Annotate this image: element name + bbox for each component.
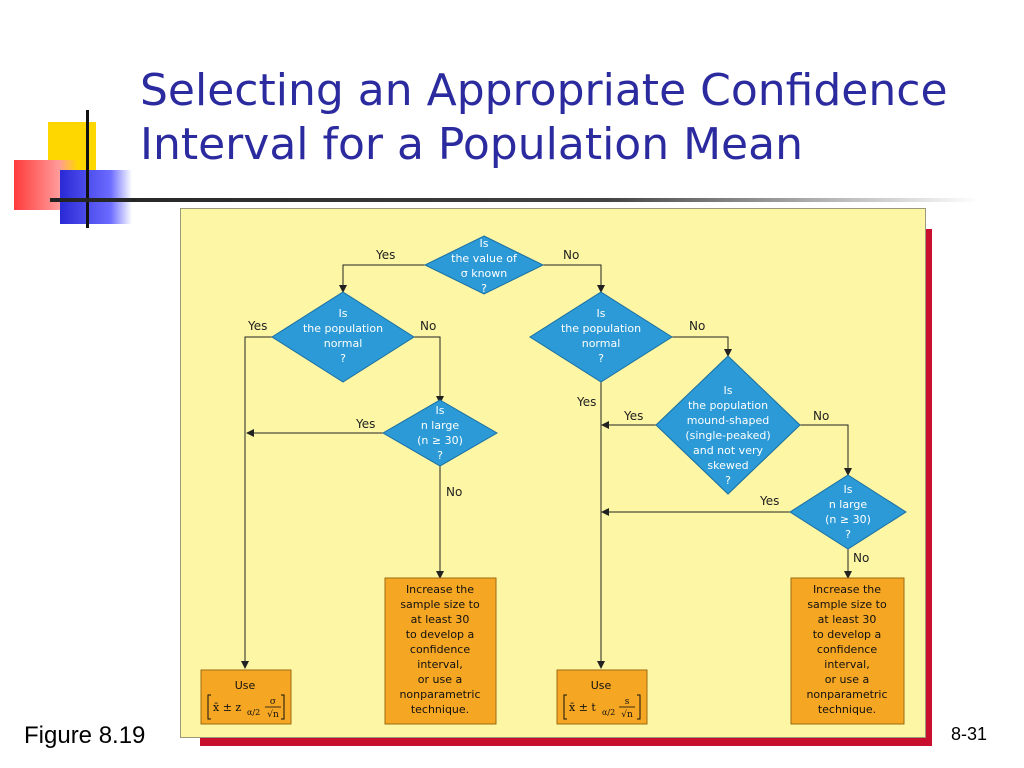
formula-text: x̄ ± z xyxy=(213,701,241,714)
box-text: sample size to xyxy=(807,598,887,611)
box-increase-sample-left: Increase the sample size to at least 30 … xyxy=(384,577,497,725)
formula-numerator: s xyxy=(625,697,630,707)
connector-normal-left-yes xyxy=(241,336,272,669)
title-line-1: Selecting an Appropriate Confidence xyxy=(140,65,948,116)
decision-text: normal xyxy=(582,337,621,350)
label-yes: Yes xyxy=(355,417,375,431)
decision-text: (n ≥ 30) xyxy=(825,513,871,526)
decision-text: skewed xyxy=(707,459,748,472)
figure-caption: Figure 8.19 xyxy=(24,722,146,749)
formula-subscript: α/2 xyxy=(602,708,615,717)
decision-normal-right: Is the population normal ? xyxy=(529,291,673,383)
box-increase-sample-right: Increase the sample size to at least 30 … xyxy=(790,577,905,725)
decision-text: Is xyxy=(436,404,445,417)
decision-text: (single-peaked) xyxy=(685,429,770,442)
decision-text: n large xyxy=(421,419,460,432)
box-text: to develop a xyxy=(813,628,882,641)
decision-text: and not very xyxy=(693,444,764,457)
decision-text: ? xyxy=(481,282,487,295)
decision-text: ? xyxy=(598,352,604,365)
label-yes: Yes xyxy=(576,395,596,409)
decision-sigma-known: Is the value of σ known ? xyxy=(423,235,545,295)
box-text: confidence xyxy=(817,643,877,656)
title-underline xyxy=(50,198,980,202)
connectors xyxy=(241,264,852,669)
decorative-squares xyxy=(0,100,142,230)
decision-text: ? xyxy=(725,474,731,487)
box-text: confidence xyxy=(410,643,470,656)
connector-mound-no xyxy=(799,424,852,476)
formula-numerator: σ xyxy=(270,697,276,707)
connector-normal-left-no xyxy=(414,336,444,404)
decision-text: the population xyxy=(561,322,641,335)
decision-text: Is xyxy=(844,483,853,496)
box-use-z-interval: Use x̄ ± z α/2 σ √n xyxy=(200,669,292,725)
label-yes: Yes xyxy=(375,248,395,262)
label-no: No xyxy=(420,319,436,333)
bracket-shape xyxy=(207,694,285,720)
box-text: or use a xyxy=(418,673,462,686)
decision-text: Is xyxy=(724,384,733,397)
box-text: to develop a xyxy=(406,628,475,641)
box-text: at least 30 xyxy=(411,613,470,626)
blue-square xyxy=(60,170,132,224)
decision-text: Is xyxy=(339,307,348,320)
box-text: interval, xyxy=(417,658,462,671)
label-no: No xyxy=(689,319,705,333)
decision-text: the value of xyxy=(451,252,518,265)
connector-sigma-no xyxy=(543,264,605,293)
connector-normal-right-no xyxy=(672,336,732,357)
decision-text: ? xyxy=(437,449,443,462)
box-text: at least 30 xyxy=(818,613,877,626)
box-text: Increase the xyxy=(813,583,881,596)
bracket-shape xyxy=(563,694,641,720)
formula-denominator: √n xyxy=(621,709,633,720)
box-text: or use a xyxy=(825,673,869,686)
box-text: sample size to xyxy=(400,598,480,611)
decision-text: ? xyxy=(845,528,851,541)
decision-text: σ known xyxy=(461,267,508,280)
formula-denominator: √n xyxy=(267,709,279,720)
branch-labels: Yes No Yes No Yes No No Yes Yes No Yes N… xyxy=(247,248,869,565)
decision-mound-shaped: Is the population mound-shaped (single-p… xyxy=(655,355,801,495)
decision-text: normal xyxy=(324,337,363,350)
formula-text: x̄ ± t xyxy=(569,701,596,714)
label-no: No xyxy=(446,485,462,499)
box-label: Use xyxy=(235,679,256,692)
box-label: Use xyxy=(591,679,612,692)
label-no: No xyxy=(563,248,579,262)
title-line-2: Interval for a Population Mean xyxy=(140,119,803,170)
vertical-bar xyxy=(86,110,89,228)
decision-text: n large xyxy=(829,498,868,511)
decision-text: the population xyxy=(303,322,383,335)
decision-text: Is xyxy=(597,307,606,320)
box-text: nonparametric xyxy=(806,688,887,701)
decision-text: mound-shaped xyxy=(687,414,770,427)
decision-normal-left: Is the population normal ? xyxy=(271,291,415,383)
decision-text: the population xyxy=(688,399,768,412)
label-yes: Yes xyxy=(247,319,267,333)
decision-text: ? xyxy=(340,352,346,365)
box-text: interval, xyxy=(824,658,869,671)
decision-text: (n ≥ 30) xyxy=(417,434,463,447)
decision-n-large-left: Is n large (n ≥ 30) ? xyxy=(382,399,498,467)
label-yes: Yes xyxy=(623,409,643,423)
page-number: 8-31 xyxy=(951,724,988,744)
slide-title: Selecting an Appropriate Confidence Inte… xyxy=(140,64,1010,172)
label-yes: Yes xyxy=(759,494,779,508)
box-text: nonparametric xyxy=(399,688,480,701)
connector-sigma-yes xyxy=(339,264,425,293)
box-use-t-interval: Use x̄ ± t α/2 s √n xyxy=(556,669,648,725)
decision-n-large-right: Is n large (n ≥ 30) ? xyxy=(789,474,907,550)
decision-text: Is xyxy=(480,237,489,250)
box-text: technique. xyxy=(411,703,469,716)
formula-subscript: α/2 xyxy=(247,708,260,717)
box-text: Increase the xyxy=(406,583,474,596)
label-no: No xyxy=(813,409,829,423)
label-no: No xyxy=(853,551,869,565)
box-text: technique. xyxy=(818,703,876,716)
